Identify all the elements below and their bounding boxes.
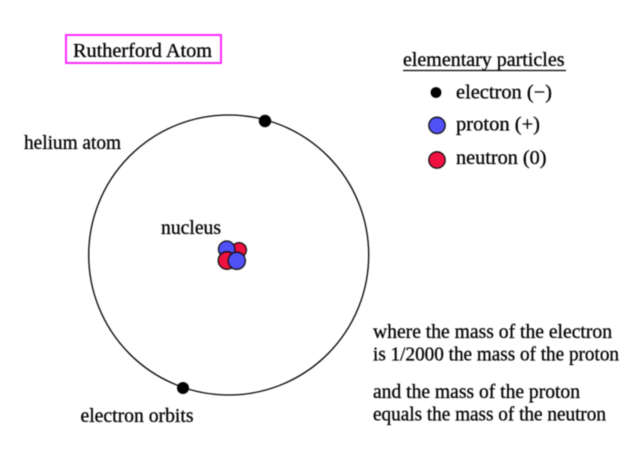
svg-text:neutron (0): neutron (0) [456,147,547,169]
svg-text:and the mass of the proton: and the mass of the proton [373,381,580,403]
svg-text:elementary particles: elementary particles [403,49,565,71]
svg-text:helium atom: helium atom [24,132,121,154]
svg-text:electron orbits: electron orbits [81,405,194,427]
svg-text:where the mass of the electron: where the mass of the electron [373,321,612,343]
svg-text:electron (−): electron (−) [456,82,552,104]
svg-text:equals the mass of the neutron: equals the mass of the neutron [373,404,606,426]
svg-text:Rutherford Atom: Rutherford Atom [73,40,212,62]
svg-text:proton (+): proton (+) [456,114,540,136]
svg-text:nucleus: nucleus [161,217,221,239]
svg-text:is 1/2000 the mass of the prot: is 1/2000 the mass of the proton [373,344,619,366]
